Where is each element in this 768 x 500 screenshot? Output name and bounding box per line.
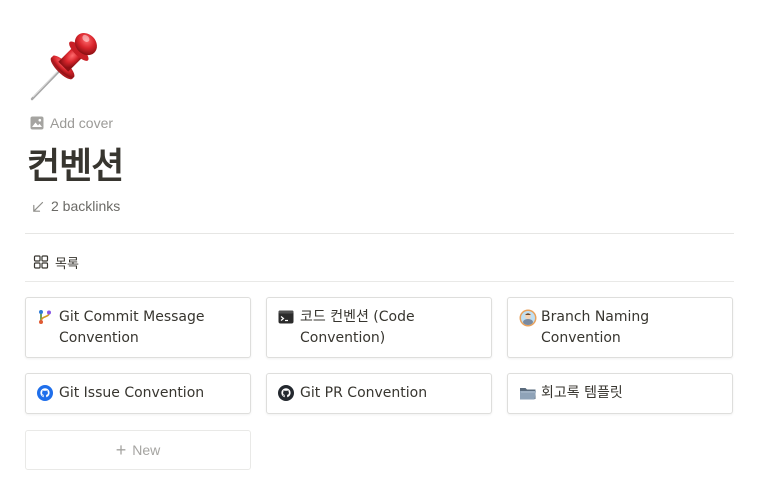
new-item-button[interactable]: + New [25,430,251,470]
page-title[interactable]: 컨벤션 [27,146,124,187]
card-title: 코드 컨벤션 (Code Convention) [300,309,415,346]
view-tab-label: 목록 [55,256,79,272]
folder-icon [519,385,536,401]
gallery-card[interactable]: 코드 컨벤션 (Code Convention) [266,297,492,358]
avatar-sticker-icon [519,309,537,327]
card-title: 회고록 템플릿 [541,385,623,401]
pushpin-icon[interactable] [28,22,108,102]
gallery-card[interactable]: Git Commit Message Convention [25,297,251,358]
backlinks-button[interactable]: 2 backlinks [32,197,120,215]
github-icon [37,385,53,401]
plus-icon: + [115,440,127,460]
card-title: Git Commit Message Convention [59,309,205,346]
gallery-card[interactable]: Git Issue Convention [25,373,251,414]
view-divider [25,281,734,282]
view-tab-list[interactable]: 목록 [33,252,79,272]
card-title: Branch Naming Convention [541,309,650,346]
new-item-label: New [132,442,161,458]
gallery-view: Git Commit Message Convention 코드 컨벤션 (Co… [25,297,734,414]
git-branch-icon [37,309,53,325]
github-icon [278,385,294,401]
add-cover-button[interactable]: Add cover [30,114,113,132]
add-cover-label: Add cover [50,115,114,131]
card-title: Git Issue Convention [59,385,205,401]
divider [25,233,734,234]
card-title: Git PR Convention [300,385,428,401]
arrow-down-left-icon [32,200,44,212]
gallery-card[interactable]: 회고록 템플릿 [507,373,733,414]
gallery-card[interactable]: Git PR Convention [266,373,492,414]
backlinks-label: 2 backlinks [51,198,121,214]
terminal-icon [278,309,294,325]
image-icon [30,116,44,130]
gallery-card[interactable]: Branch Naming Convention [507,297,733,358]
gallery-grid-icon [33,254,49,270]
